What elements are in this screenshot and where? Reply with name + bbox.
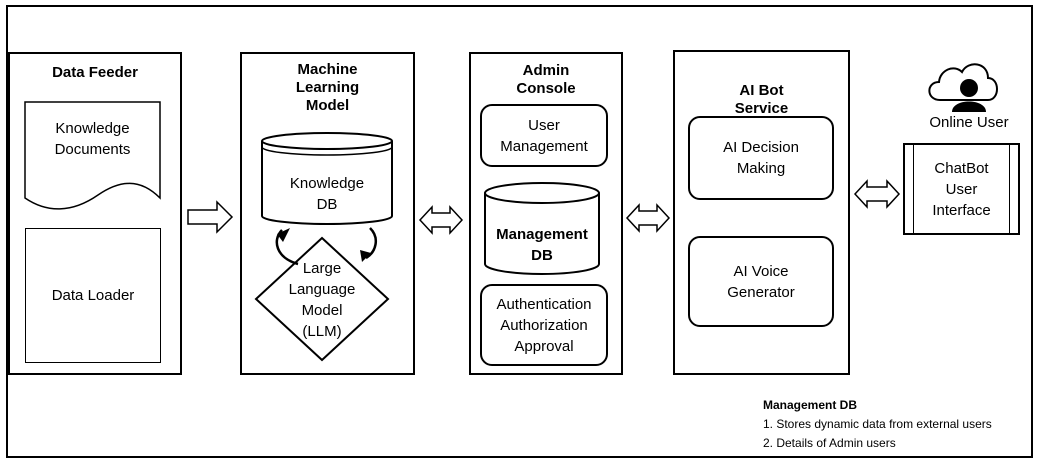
arrow-aibot-chatbot: [853, 179, 901, 209]
knowledge-documents-label: Knowledge Documents: [54, 120, 131, 158]
admin-console-title: Admin Console: [516, 62, 576, 97]
diagram-frame: [6, 5, 1033, 458]
management-db-cylinder: [484, 182, 600, 275]
ai-bot-service-title: AI Bot Service: [734, 82, 789, 117]
arrow-feeder-to-ml: [187, 200, 234, 234]
ai-voice-generator-label: AI Voice Generator: [727, 262, 795, 301]
ai-voice-generator-box: AI Voice Generator: [688, 236, 834, 327]
online-user-label: Online User: [929, 114, 1009, 131]
ai-decision-making-label: AI Decision Making: [723, 139, 799, 177]
llm-label: Large Language Model (LLM): [288, 260, 356, 340]
cloud-user-icon: [928, 63, 998, 112]
chatbot-ui-label: ChatBot User Interface: [932, 159, 991, 219]
ai-decision-making-box: AI Decision Making: [688, 116, 834, 200]
chatbot-ui-box: ChatBot User Interface: [903, 143, 1020, 235]
data-feeder-title: Data Feeder: [52, 64, 138, 81]
notes-title: Management DB: [763, 398, 858, 412]
notes-item: 1. Stores dynamic data from external use…: [763, 417, 992, 431]
chatbot-ui-right-bar: [1009, 145, 1010, 233]
llm-diamond: [254, 236, 390, 362]
notes-block: Management DB 1. Stores dynamic data fro…: [763, 396, 992, 453]
arrow-admin-aibot: [625, 203, 671, 233]
ml-model-title: Machine Learning Model: [295, 61, 360, 114]
management-db-label: Management DB: [496, 226, 588, 264]
user-management-label: User Management: [500, 116, 588, 155]
arrow-ml-admin: [418, 205, 464, 235]
notes-item: 2. Details of Admin users: [763, 436, 896, 450]
chatbot-ui-left-bar: [913, 145, 914, 233]
user-management-box: User Management: [480, 104, 608, 167]
data-loader-box: Data Loader: [25, 228, 161, 363]
knowledge-db-label: Knowledge DB: [289, 175, 365, 213]
knowledge-db-cylinder: [261, 132, 393, 225]
auth-label: Authentication Authorization Approval: [496, 295, 592, 355]
data-loader-label: Data Loader: [51, 287, 135, 304]
auth-box: Authentication Authorization Approval: [480, 284, 608, 366]
ai-bot-service-panel: AI Bot Service: [673, 50, 850, 375]
db-llm-cycle-arrows: [275, 227, 378, 266]
